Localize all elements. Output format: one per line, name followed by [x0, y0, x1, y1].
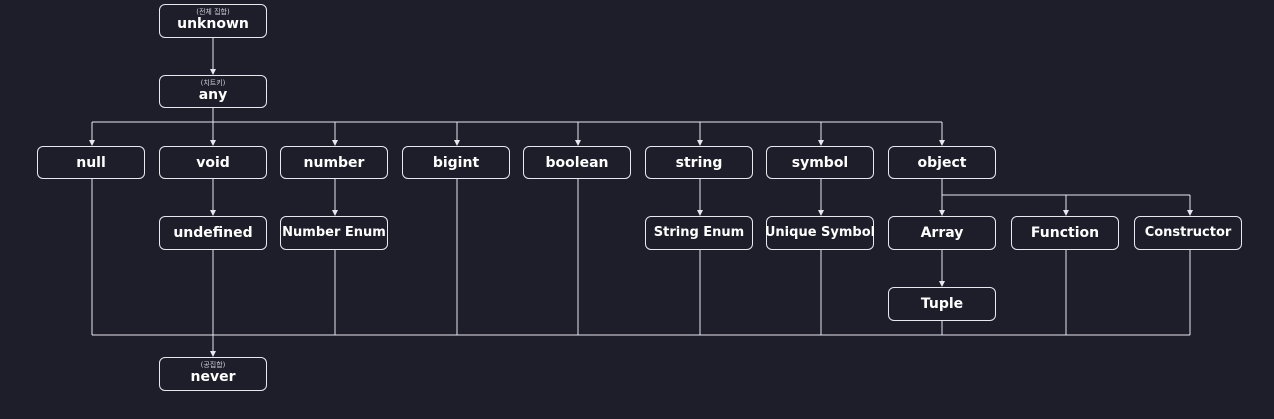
node-unique-symbol: Unique Symbol — [764, 216, 876, 250]
node-number-enum-label: Number Enum — [282, 225, 386, 240]
node-function-label: Function — [1030, 225, 1100, 241]
node-boolean-label: boolean — [545, 154, 609, 171]
node-object-label: object — [917, 154, 967, 171]
node-any: (치트키) any — [159, 75, 267, 108]
node-unknown-note: (전체 집합) — [196, 8, 230, 16]
node-boolean: boolean — [523, 146, 631, 179]
node-void-label: void — [196, 154, 230, 171]
node-string-enum: String Enum — [645, 216, 753, 250]
node-null-label: null — [76, 154, 106, 171]
node-string: string — [645, 146, 753, 179]
node-undefined: undefined — [159, 216, 267, 250]
node-string-enum-label: String Enum — [653, 225, 745, 240]
node-unknown-label: unknown — [177, 16, 249, 32]
node-never-note: (공집합) — [200, 361, 226, 369]
node-symbol-label: symbol — [791, 154, 849, 171]
node-constructor-label: Constructor — [1144, 225, 1232, 240]
node-tuple: Tuple — [888, 287, 996, 321]
node-unique-symbol-label: Unique Symbol — [764, 225, 876, 240]
node-undefined-label: undefined — [173, 225, 253, 241]
node-array-label: Array — [920, 225, 964, 241]
node-tuple-label: Tuple — [920, 296, 964, 312]
node-never: (공집합) never — [159, 357, 267, 391]
node-any-label: any — [198, 86, 228, 103]
node-null: null — [37, 146, 145, 179]
node-object: object — [888, 146, 996, 179]
node-unknown: (전체 집합) unknown — [159, 4, 267, 38]
node-array: Array — [888, 216, 996, 250]
node-function: Function — [1011, 216, 1119, 250]
node-never-label: never — [190, 369, 236, 385]
node-void: void — [159, 146, 267, 179]
node-symbol: symbol — [766, 146, 874, 179]
node-constructor: Constructor — [1134, 216, 1242, 250]
node-number-enum: Number Enum — [280, 216, 388, 250]
node-number: number — [280, 146, 388, 179]
node-string-label: string — [675, 154, 723, 171]
node-bigint: bigint — [402, 146, 510, 179]
node-bigint-label: bigint — [432, 154, 480, 171]
node-number-label: number — [303, 154, 365, 171]
node-any-note: (치트키) — [200, 78, 226, 87]
